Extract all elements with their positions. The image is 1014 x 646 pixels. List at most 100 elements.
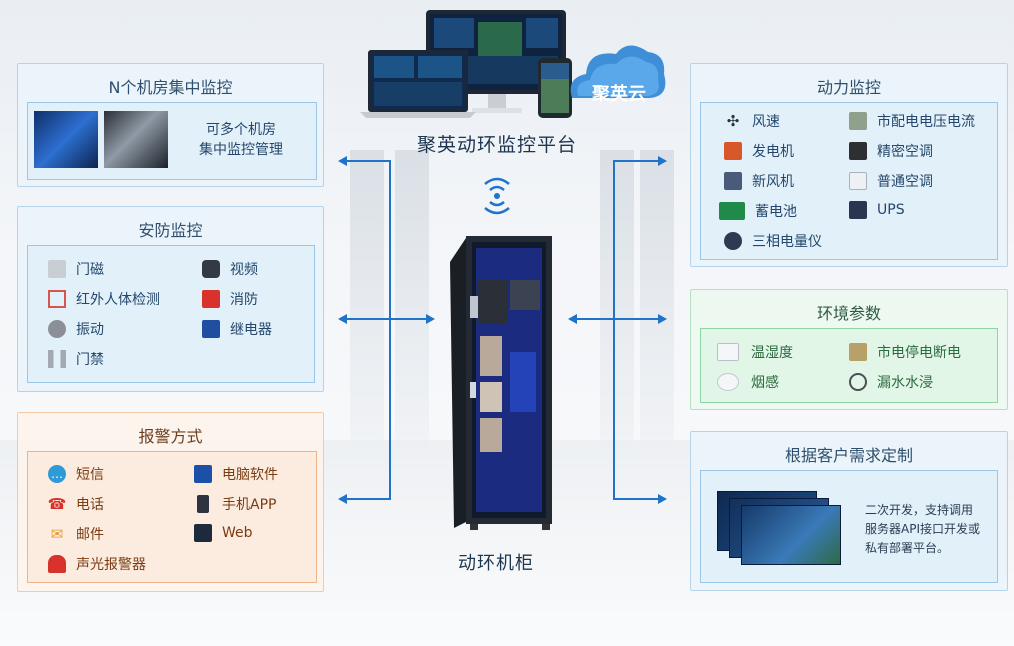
alarm-item: …短信 bbox=[48, 464, 104, 484]
fresh-air-icon bbox=[724, 172, 742, 190]
relay-icon bbox=[202, 320, 220, 338]
cloud-label: 聚英云 bbox=[592, 84, 646, 105]
arrowhead-left-icon bbox=[338, 156, 347, 166]
turnstile-icon bbox=[48, 350, 66, 368]
battery-icon bbox=[719, 202, 745, 220]
air-conditioner-icon bbox=[849, 172, 867, 190]
environment-item: 市电停电断电 bbox=[849, 342, 961, 362]
custom-title: 根据客户需求定制 bbox=[784, 446, 913, 465]
generator-icon bbox=[724, 142, 742, 160]
environment-item: 漏水水浸 bbox=[849, 372, 933, 392]
security-item: 门禁 bbox=[48, 349, 104, 369]
vibration-icon bbox=[48, 320, 66, 338]
arrow-to-security bbox=[345, 318, 427, 320]
alarm-item: 声光报警器 bbox=[48, 554, 146, 574]
security-item: 门磁 bbox=[48, 259, 104, 279]
ups-icon bbox=[849, 201, 867, 219]
three-phase-meter-icon bbox=[724, 232, 742, 250]
platform-devices-illustration: 聚英云 bbox=[360, 8, 670, 120]
mobile-app-icon bbox=[197, 495, 209, 513]
alarm-item: Web bbox=[194, 524, 253, 542]
custom-desc-line2: 服务器API接口开发或 bbox=[865, 522, 980, 536]
security-item: 红外人体检测 bbox=[48, 289, 160, 309]
mail-icon: ✉ bbox=[50, 525, 64, 543]
web-icon bbox=[194, 524, 212, 542]
alarm-item: ✉邮件 bbox=[48, 524, 104, 544]
arrow-to-environment bbox=[576, 318, 660, 320]
power-item: 普通空调 bbox=[849, 171, 933, 191]
wifi-icon bbox=[478, 170, 516, 222]
pc-software-icon bbox=[194, 465, 212, 483]
arrowhead-right-icon bbox=[658, 156, 667, 166]
arrow-to-multi-room bbox=[345, 160, 390, 162]
arrow-to-power bbox=[614, 160, 660, 162]
environment-item: 温湿度 bbox=[717, 342, 793, 362]
arrowhead-right-icon bbox=[658, 494, 667, 504]
platform-title: 聚英动环监控平台 bbox=[417, 134, 578, 156]
server-room-photo-2 bbox=[104, 111, 168, 168]
alarm-inner: …短信 电脑软件 ☎电话 手机APP ✉邮件 Web 声光报警器 bbox=[27, 451, 317, 583]
background-rack bbox=[395, 150, 429, 450]
cabinet-illustration bbox=[448, 232, 558, 532]
power-item: UPS bbox=[849, 201, 905, 219]
multi-room-desc-line1: 可多个机房 bbox=[206, 122, 276, 138]
security-item: 视频 bbox=[202, 259, 258, 279]
security-panel: 安防监控 门磁 视频 红外人体检测 消防 振动 继电器 门禁 bbox=[17, 206, 324, 392]
custom-inner: 二次开发，支持调用 服务器API接口开发或 私有部署平台。 bbox=[700, 470, 998, 583]
thermo-hygrometer-icon bbox=[717, 343, 739, 361]
power-panel: 动力监控 ✣风速 市配电电压电流 发电机 精密空调 新风机 普通空调 蓄电池 U… bbox=[690, 63, 1008, 267]
power-item: ✣风速 bbox=[724, 111, 780, 131]
power-outage-icon bbox=[849, 343, 867, 361]
power-meter-icon bbox=[849, 112, 867, 130]
security-item: 振动 bbox=[48, 319, 104, 339]
custom-panel: 根据客户需求定制 二次开发，支持调用 服务器API接口开发或 私有部署平台。 bbox=[690, 431, 1008, 591]
fire-alarm-icon bbox=[202, 290, 220, 308]
arrow-to-alarm bbox=[345, 498, 390, 500]
alarm-item: 电脑软件 bbox=[194, 464, 278, 484]
multi-room-panel: N个机房集中监控 可多个机房 集中监控管理 bbox=[17, 63, 324, 187]
environment-inner: 温湿度 市电停电断电 烟感 漏水水浸 bbox=[700, 328, 998, 403]
multi-room-desc-line2: 集中监控管理 bbox=[199, 142, 283, 158]
right-connector-line bbox=[613, 160, 615, 500]
custom-desc-line1: 二次开发，支持调用 bbox=[865, 503, 974, 517]
power-item: 三相电量仪 bbox=[724, 231, 822, 251]
environment-item: 烟感 bbox=[717, 372, 779, 392]
alarm-item: ☎电话 bbox=[47, 495, 104, 513]
arrowhead-left-icon bbox=[338, 494, 347, 504]
power-item: 发电机 bbox=[724, 141, 794, 161]
door-sensor-icon bbox=[48, 260, 66, 278]
power-title: 动力监控 bbox=[816, 78, 881, 97]
power-inner: ✣风速 市配电电压电流 发电机 精密空调 新风机 普通空调 蓄电池 UPS 三相… bbox=[700, 102, 998, 260]
background-rack bbox=[640, 150, 674, 450]
multi-room-inner: 可多个机房 集中监控管理 bbox=[27, 102, 317, 180]
alarm-item: 手机APP bbox=[194, 494, 276, 514]
power-item: 蓄电池 bbox=[719, 201, 797, 221]
alarm-title: 报警方式 bbox=[138, 427, 203, 446]
environment-panel: 环境参数 温湿度 市电停电断电 烟感 漏水水浸 bbox=[690, 289, 1008, 410]
arrowhead-right-icon bbox=[426, 314, 435, 324]
precision-ac-icon bbox=[849, 142, 867, 160]
security-inner: 门磁 视频 红外人体检测 消防 振动 继电器 门禁 bbox=[27, 245, 315, 383]
wind-speed-icon: ✣ bbox=[726, 112, 740, 130]
power-item: 新风机 bbox=[724, 171, 794, 191]
background-rack bbox=[350, 150, 384, 450]
cabinet-label: 动环机柜 bbox=[458, 553, 534, 574]
multi-room-title: N个机房集中监控 bbox=[108, 78, 233, 97]
arrowhead-right-icon bbox=[658, 314, 667, 324]
security-item: 继电器 bbox=[202, 319, 272, 339]
camera-icon bbox=[202, 260, 220, 278]
sms-icon: … bbox=[48, 465, 66, 483]
infrared-icon bbox=[48, 290, 66, 308]
dashboard-screenshots bbox=[717, 491, 851, 571]
custom-desc-line3: 私有部署平台。 bbox=[865, 541, 950, 555]
environment-title: 环境参数 bbox=[816, 304, 881, 323]
power-item: 精密空调 bbox=[849, 141, 933, 161]
server-room-photo-1 bbox=[34, 111, 98, 168]
security-title: 安防监控 bbox=[138, 221, 203, 240]
left-connector-line bbox=[389, 160, 391, 500]
arrowhead-left-icon bbox=[568, 314, 577, 324]
phone-icon: ☎ bbox=[47, 495, 67, 513]
power-item: 市配电电压电流 bbox=[849, 111, 975, 131]
arrow-to-custom bbox=[614, 498, 660, 500]
alarm-panel: 报警方式 …短信 电脑软件 ☎电话 手机APP ✉邮件 Web 声光报警器 bbox=[17, 412, 324, 592]
